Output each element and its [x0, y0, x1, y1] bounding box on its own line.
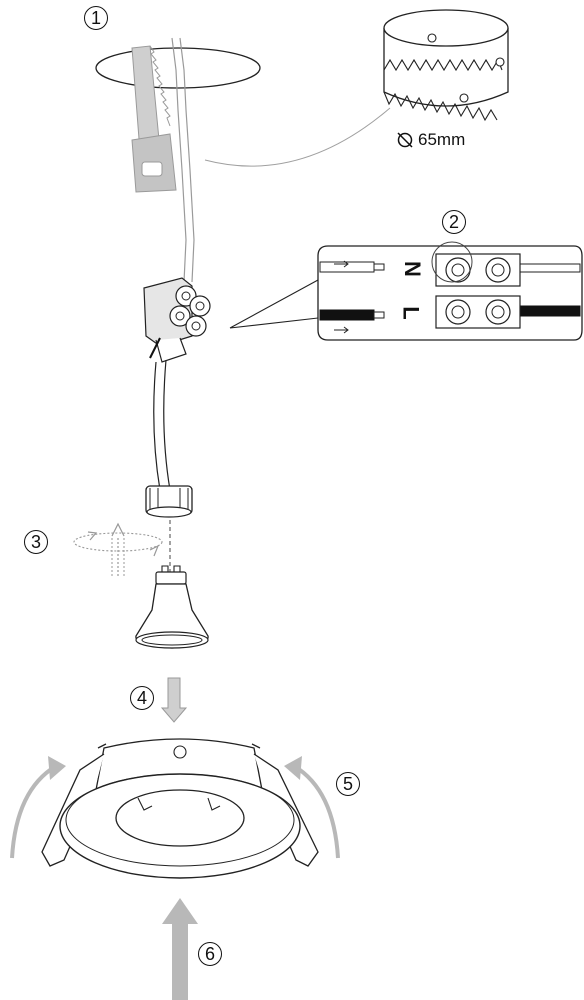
lamp-cable — [153, 359, 171, 491]
hole-saw-leader-line — [204, 107, 391, 167]
hole-diameter-value: 65mm — [418, 130, 466, 149]
push-up-arrow-icon — [162, 898, 198, 1000]
clip-left-arrow-icon — [10, 756, 66, 859]
live-label: L — [398, 306, 424, 320]
ceiling-hole — [95, 47, 261, 89]
step-number-6: 6 — [198, 942, 222, 966]
insert-arrow-icon — [160, 677, 188, 723]
lamp-socket — [145, 485, 193, 518]
step-number-5: 5 — [336, 772, 360, 796]
step-number-1: 1 — [84, 6, 108, 30]
supply-cable — [171, 37, 195, 283]
gu10-bulb — [135, 565, 209, 649]
step-number-3: 3 — [24, 530, 48, 554]
diameter-icon — [397, 132, 413, 148]
hole-diameter-label: 65mm — [396, 130, 465, 150]
rotate-arrow-icon — [73, 522, 163, 576]
terminal-detail — [317, 241, 583, 341]
hand-saw-icon — [131, 45, 177, 193]
neutral-label: N — [399, 261, 425, 277]
clip-right-arrow-icon — [284, 756, 340, 859]
hole-saw-icon — [383, 9, 509, 122]
terminal-callout — [229, 279, 319, 329]
step-number-4: 4 — [130, 686, 154, 710]
terminal-block — [143, 277, 211, 363]
downlight-fixture — [41, 738, 319, 879]
step-number-2: 2 — [442, 210, 466, 234]
